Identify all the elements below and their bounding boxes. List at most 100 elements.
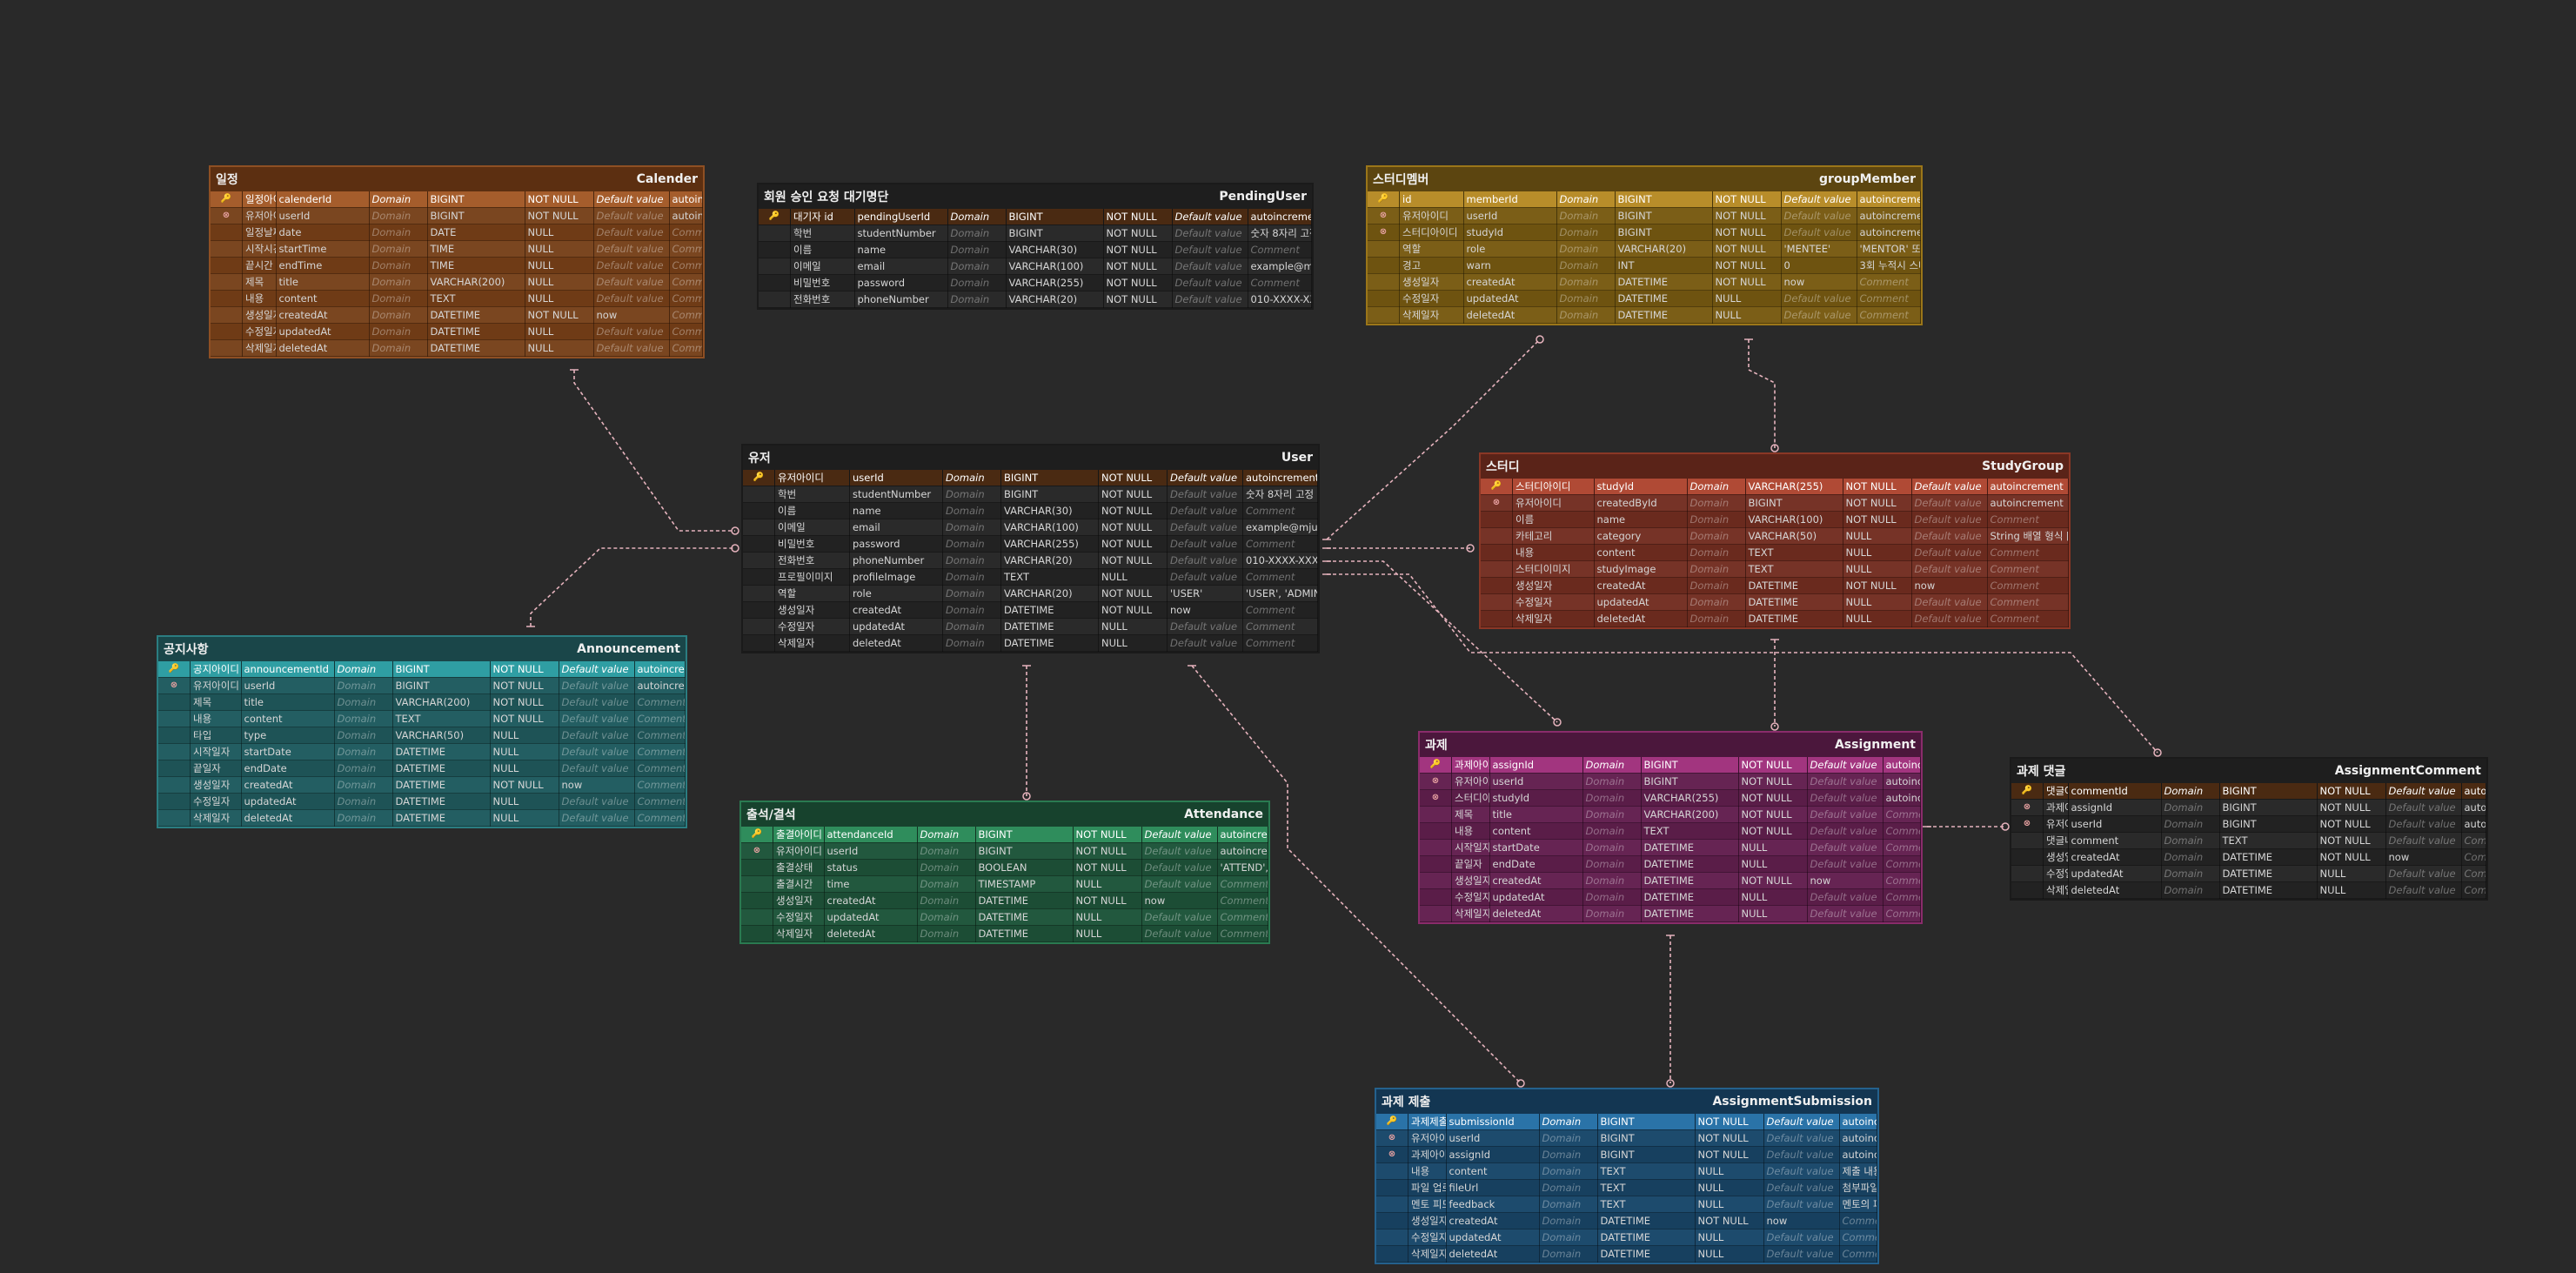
rel-announcement-user[interactable] (530, 547, 735, 626)
column-row[interactable]: 🔑과제아이디assignIdDomainBIGINTNOT NULLDefaul… (1420, 757, 1921, 774)
column-row[interactable]: 일정날짜dateDomainDATENULLDefault valueComme… (211, 224, 703, 241)
column-row[interactable]: 파일 업로드용fileUrlDomainTEXTNULLDefault valu… (1376, 1179, 1877, 1196)
entity-assignmentsubmission[interactable]: 과제 제출AssignmentSubmission🔑과제제출아이디submiss… (1375, 1088, 1879, 1264)
entity-assignment[interactable]: 과제Assignment🔑과제아이디assignIdDomainBIGINTNO… (1418, 731, 1923, 924)
column-row[interactable]: ⊗과제아이디assignIdDomainBIGINTNOT NULLDefaul… (2011, 799, 2486, 816)
column-row[interactable]: 멘토 피드백feedbackDomainTEXTNULLDefault valu… (1376, 1196, 1877, 1213)
column-row[interactable]: 🔑일정아이디calenderIdDomainBIGINTNOT NULLDefa… (211, 191, 703, 208)
column-row[interactable]: 🔑과제제출아이디submissionIdDomainBIGINTNOT NULL… (1376, 1114, 1877, 1130)
column-row[interactable]: 🔑댓글아이디commentIdDomainBIGINTNOT NULLDefau… (2011, 783, 2486, 800)
column-row[interactable]: 시작시간startTimeDomainTIMENULLDefault value… (211, 240, 703, 258)
rel-studygroup-groupmember[interactable] (1748, 339, 1776, 448)
